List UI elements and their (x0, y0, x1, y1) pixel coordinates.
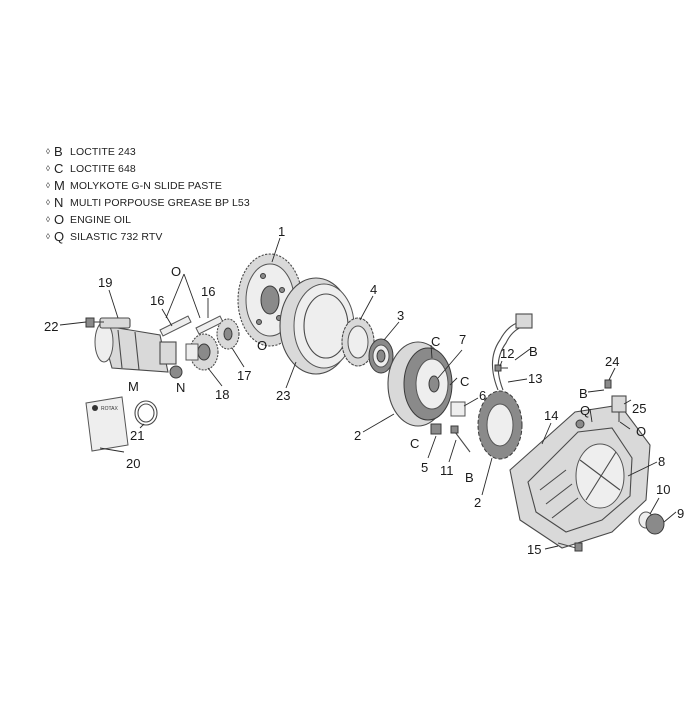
part-sprag-ring-4 (341, 317, 375, 367)
marker-m: M (128, 379, 139, 394)
callout-20: 20 (126, 456, 140, 471)
part-spacer-6 (450, 401, 466, 417)
diamond-bullet-icon: ◊ (46, 147, 51, 156)
callout-10: 10 (656, 482, 670, 497)
marker-q: Q (580, 403, 590, 418)
marker-c: C (410, 436, 419, 451)
diamond-bullet-icon: ◊ (46, 181, 51, 190)
legend-letter: Q (54, 229, 65, 244)
marker-n: N (176, 380, 185, 395)
callout-21: 21 (130, 428, 144, 443)
marker-b: B (579, 386, 588, 401)
legend-letter: N (54, 195, 64, 210)
callout-24: 24 (605, 354, 619, 369)
callout-1: 1 (278, 224, 285, 239)
part-gear-17 (216, 318, 240, 350)
manual-cover-text: ROTAX (101, 406, 119, 412)
part-idler-gear-18 (185, 333, 219, 371)
callout-17: 17 (237, 368, 251, 383)
marker-o: O (257, 338, 267, 353)
callout-15: 15 (527, 542, 541, 557)
diamond-bullet-icon: ◊ (46, 164, 51, 173)
callout-3: 3 (397, 308, 404, 323)
callout-18: 18 (215, 387, 229, 402)
marker-o: O (636, 424, 646, 439)
callout-5: 5 (421, 460, 428, 475)
callout-11: 11 (440, 463, 454, 478)
lubricant-legend: ◊ B LOCTITE 243 ◊ C LOCTITE 648 ◊ M MOLY… (46, 143, 250, 245)
callout-16: 16 (150, 293, 164, 308)
rotax-logo-icon (92, 405, 98, 411)
marker-b: B (465, 470, 474, 485)
callout-14: 14 (544, 408, 558, 423)
callout-16: 16 (201, 284, 215, 299)
callout-22: 22 (44, 319, 58, 334)
part-screw-15 (557, 542, 583, 552)
callout-9: 9 (677, 506, 684, 521)
diamond-bullet-icon: ◊ (46, 215, 51, 224)
callout-8: 8 (658, 454, 665, 469)
legend-text: ENGINE OIL (70, 213, 132, 226)
diamond-bullet-icon: ◊ (46, 198, 51, 207)
marker-b: B (529, 344, 538, 359)
part-manual-booklet: ROTAX (85, 396, 129, 452)
legend-text: LOCTITE 648 (70, 162, 136, 175)
legend-text: MULTI PORPOUSE GREASE BP L53 (70, 196, 250, 209)
diamond-bullet-icon: ◊ (46, 232, 51, 241)
legend-text: LOCTITE 243 (70, 145, 136, 158)
marker-c: C (431, 334, 440, 349)
legend-text: MOLYKOTE G-N SLIDE PASTE (70, 179, 222, 192)
callout-2: 2 (354, 428, 361, 443)
legend-item: ◊ O ENGINE OIL (46, 211, 250, 228)
callout-13: 13 (528, 371, 542, 386)
callout-7: 7 (459, 332, 466, 347)
part-sensor-24 (604, 379, 627, 422)
part-stator-13 (477, 313, 533, 460)
part-screw-11 (450, 425, 471, 453)
callout-25: 25 (632, 401, 646, 416)
callout-6: 6 (479, 388, 486, 403)
legend-letter: O (54, 212, 65, 227)
marker-c: C (460, 374, 469, 389)
legend-letter: B (54, 144, 63, 159)
legend-item: ◊ M MOLYKOTE G-N SLIDE PASTE (46, 177, 250, 194)
part-screw-12 (494, 364, 508, 372)
legend-item: ◊ B LOCTITE 243 (46, 143, 250, 160)
legend-item: ◊ C LOCTITE 648 (46, 160, 250, 177)
part-screw-22 (85, 317, 104, 328)
part-dowel-5 (430, 423, 442, 435)
legend-letter: M (54, 178, 65, 193)
callout-4: 4 (370, 282, 377, 297)
legend-text: SILASTIC 732 RTV (70, 230, 163, 243)
legend-item: ◊ Q SILASTIC 732 RTV (46, 228, 250, 245)
part-cover-8 (509, 404, 651, 549)
part-shafts-16 (159, 315, 224, 337)
part-cap-9 (645, 513, 665, 535)
part-bearing-3 (368, 338, 394, 374)
callout-23: 23 (276, 388, 290, 403)
callout-2: 2 (474, 495, 481, 510)
leader-lines (59, 237, 677, 550)
callout-19: 19 (98, 275, 112, 290)
callout-12: 12 (500, 346, 514, 361)
marker-o: O (171, 264, 181, 279)
legend-item: ◊ N MULTI PORPOUSE GREASE BP L53 (46, 194, 250, 211)
callout-labels: 1 2 2 3 4 5 6 7 8 9 10 11 12 13 14 15 16… (44, 224, 684, 557)
part-clutch-drum-23 (279, 277, 355, 375)
part-flywheel-2 (387, 341, 453, 427)
part-o-ring-21 (134, 400, 158, 426)
legend-letter: C (54, 161, 64, 176)
